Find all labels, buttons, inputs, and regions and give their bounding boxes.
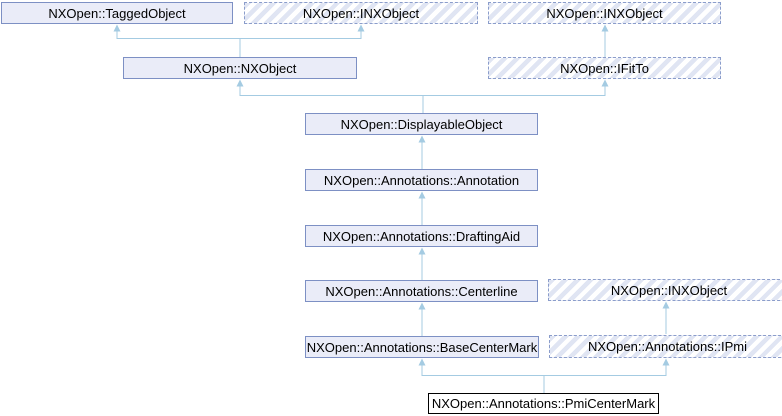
node-nxopen-annotations-ipmi[interactable]: NXOpen::Annotations::IPmi: [549, 335, 782, 358]
node-nxopen-annotations-basecentermark[interactable]: NXOpen::Annotations::BaseCenterMark: [305, 336, 539, 358]
node-nxopen-nxobject[interactable]: NXOpen::NXObject: [123, 57, 357, 79]
node-nxopen-annotations-pmicentermark: NXOpen::Annotations::PmiCenterMark: [428, 393, 659, 414]
node-nxopen-taggedobject[interactable]: NXOpen::TaggedObject: [1, 2, 233, 24]
node-nxopen-inxobject-top-middle[interactable]: NXOpen::INXObject: [244, 2, 478, 24]
node-nxopen-ifitto[interactable]: NXOpen::IFitTo: [488, 57, 721, 79]
node-nxopen-annotations-annotation[interactable]: NXOpen::Annotations::Annotation: [305, 169, 538, 191]
node-nxopen-annotations-draftingaid[interactable]: NXOpen::Annotations::DraftingAid: [305, 225, 538, 247]
node-nxopen-inxobject-top-right[interactable]: NXOpen::INXObject: [488, 2, 721, 24]
node-nxopen-annotations-centerline[interactable]: NXOpen::Annotations::Centerline: [305, 280, 538, 302]
node-nxopen-displayableobject[interactable]: NXOpen::DisplayableObject: [305, 113, 538, 135]
node-nxopen-inxobject-right[interactable]: NXOpen::INXObject: [548, 279, 782, 301]
